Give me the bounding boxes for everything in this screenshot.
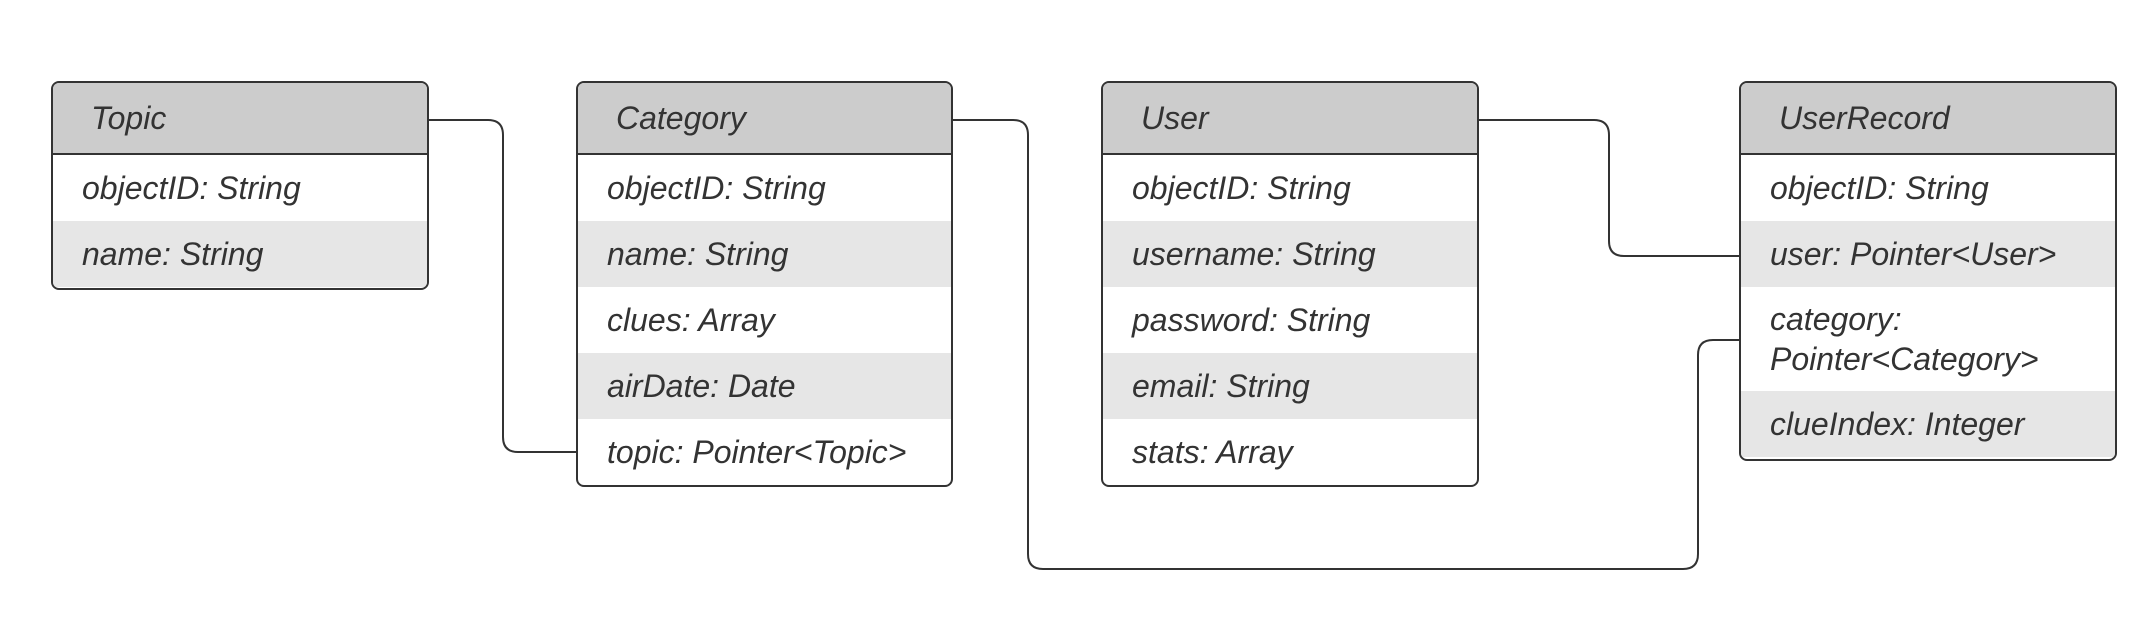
field-clues: clues: Array bbox=[607, 301, 775, 338]
entity-category[interactable]: Category objectID: String name: String c… bbox=[576, 81, 953, 487]
field-user: user: Pointer<User> bbox=[1741, 221, 2115, 287]
connector-userrecord-user bbox=[1479, 119, 1739, 257]
field-name: name: String bbox=[578, 221, 951, 287]
entity-title: Topic bbox=[53, 83, 427, 155]
field-objectid: objectID: String bbox=[607, 169, 826, 206]
field-password: password: String bbox=[1132, 301, 1371, 338]
field-clueindex: clueIndex: Integer bbox=[1741, 391, 2115, 457]
field-airdate: airDate: Date bbox=[578, 353, 951, 419]
entity-user[interactable]: User objectID: String username: String p… bbox=[1101, 81, 1479, 487]
field-objectid: objectID: String bbox=[1770, 169, 1989, 206]
entity-title: Category bbox=[578, 83, 951, 155]
field-objectid: objectID: String bbox=[82, 169, 301, 206]
field-username: username: String bbox=[1103, 221, 1477, 287]
entity-userrecord[interactable]: UserRecord objectID: String user: Pointe… bbox=[1739, 81, 2117, 461]
field-category: category: Pointer<Category> bbox=[1770, 301, 2039, 377]
field-email: email: String bbox=[1103, 353, 1477, 419]
entity-title: UserRecord bbox=[1741, 83, 2115, 155]
entity-topic[interactable]: Topic objectID: String name: String bbox=[51, 81, 429, 290]
field-name: name: String bbox=[53, 221, 427, 287]
field-topic: topic: Pointer<Topic> bbox=[607, 433, 907, 470]
entity-title: User bbox=[1103, 83, 1477, 155]
field-objectid: objectID: String bbox=[1132, 169, 1351, 206]
field-stats: stats: Array bbox=[1132, 433, 1293, 470]
connector-category-topic bbox=[429, 119, 576, 453]
